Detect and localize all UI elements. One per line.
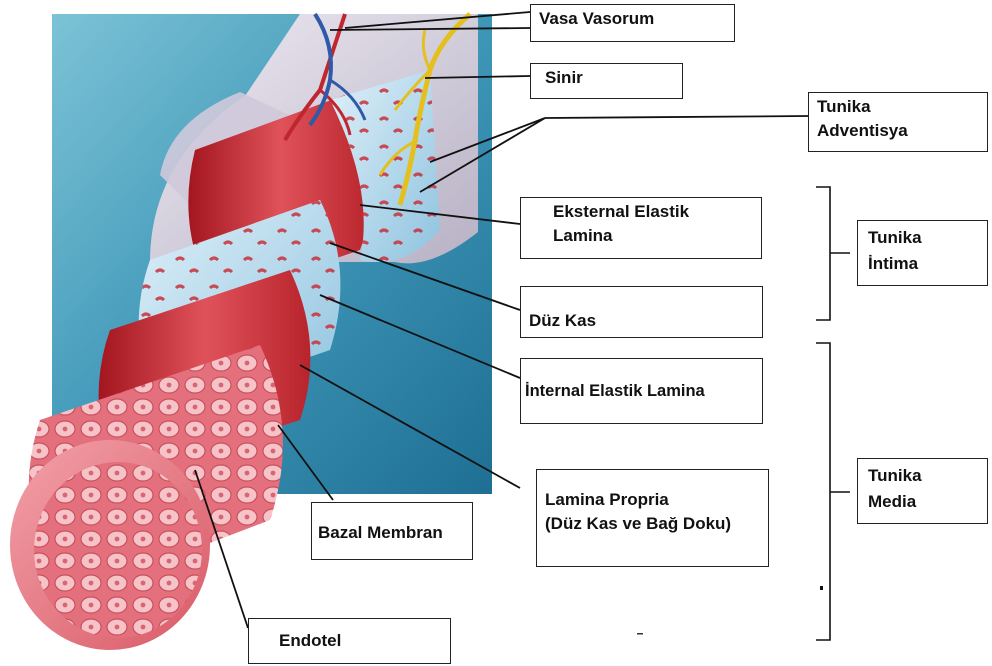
- tunika-intima-bracket: [816, 187, 850, 320]
- label-line-2: Lamina: [553, 224, 753, 248]
- label-internal-elastik-lamina: İnternal Elastik Lamina: [520, 358, 763, 424]
- label-line-1: Lamina Propria: [545, 488, 760, 512]
- label-text: Düz Kas: [529, 309, 754, 333]
- label-line-1: Eksternal Elastik: [553, 200, 753, 224]
- label-line-2: İntima: [868, 251, 977, 277]
- label-sinir: Sinir: [530, 63, 683, 99]
- label-line-2: Adventisya: [817, 119, 979, 143]
- label-bazal-membran: Bazal Membran: [311, 502, 473, 560]
- label-text: Endotel: [279, 629, 442, 653]
- label-line-1: Tunika: [868, 225, 977, 251]
- stray-mark-2: [637, 633, 643, 635]
- label-text: Sinir: [539, 66, 674, 90]
- stray-mark: [820, 586, 823, 590]
- label-vasa-vasorum: Vasa Vasorum: [530, 4, 735, 42]
- lumen-inner: [34, 462, 202, 638]
- label-tunika-media: Tunika Media: [857, 458, 988, 524]
- label-text: Vasa Vasorum: [539, 7, 726, 31]
- label-lamina-propria: Lamina Propria (Düz Kas ve Bağ Doku): [536, 469, 769, 567]
- label-line-2: Media: [868, 489, 977, 515]
- label-endotel: Endotel: [248, 618, 451, 664]
- label-line-2: (Düz Kas ve Bağ Doku): [545, 512, 760, 536]
- label-eksternal-elastik-lamina: Eksternal Elastik Lamina: [520, 197, 762, 259]
- label-tunika-adventisya: Tunika Adventisya: [808, 92, 988, 152]
- label-text: Bazal Membran: [318, 521, 464, 545]
- label-duz-kas: Düz Kas: [520, 286, 763, 338]
- label-line-1: Tunika: [817, 95, 979, 119]
- label-text: İnternal Elastik Lamina: [525, 379, 754, 403]
- tunika-media-bracket: [816, 343, 850, 640]
- label-line-1: Tunika: [868, 463, 977, 489]
- label-tunika-intima: Tunika İntima: [857, 220, 988, 286]
